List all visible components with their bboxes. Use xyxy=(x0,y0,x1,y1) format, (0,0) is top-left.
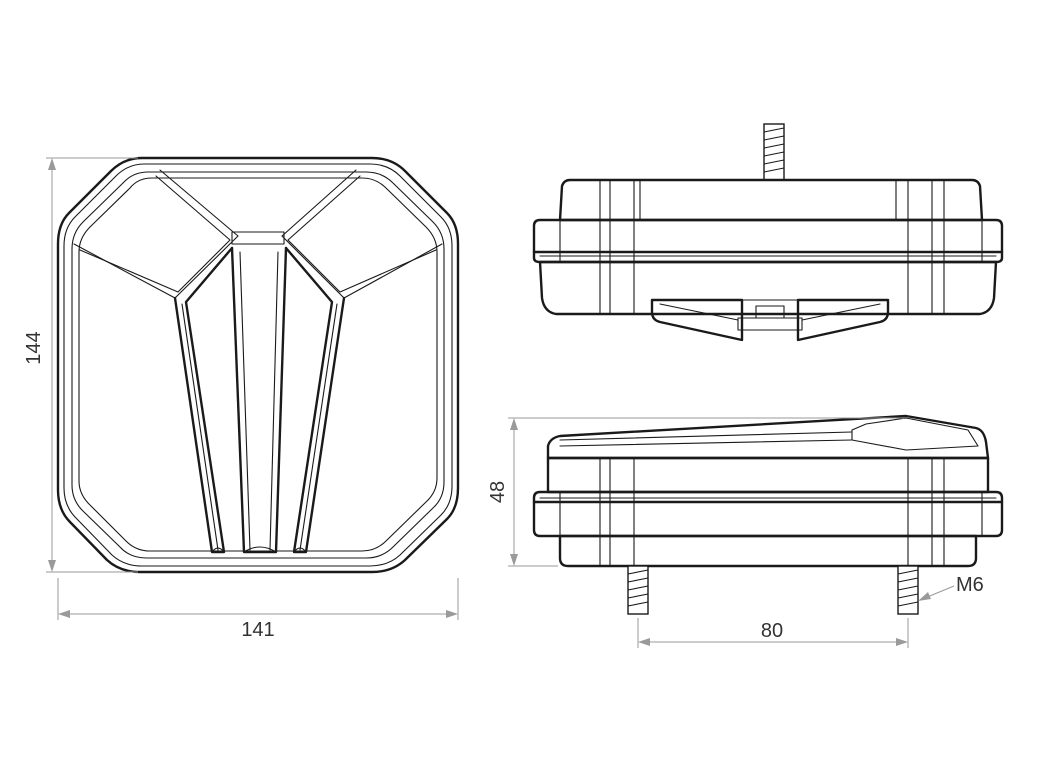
side-view-mid-band xyxy=(532,490,1004,538)
front-top-bridge xyxy=(231,231,285,245)
front-rib-inner-left xyxy=(181,303,219,551)
front-contour-4 xyxy=(78,177,438,552)
top-view-divisions xyxy=(559,179,983,315)
dimension-height-label: 144 xyxy=(23,331,45,364)
front-view xyxy=(56,156,460,574)
top-view-upper-band xyxy=(558,178,984,222)
top-view-bottom-plate-left xyxy=(650,298,744,342)
front-outer-contour xyxy=(56,156,460,574)
top-view-plate-lines xyxy=(659,303,881,321)
front-facet-upper-left xyxy=(73,169,239,299)
dimension-width-label: 141 xyxy=(241,619,274,641)
front-facet-upper-left-inner xyxy=(79,175,231,293)
top-view-bottom-plate xyxy=(737,299,803,331)
front-facet-upper-right-inner xyxy=(287,175,437,293)
dimension-depth-label: 48 xyxy=(487,481,509,503)
front-rib-inner-right xyxy=(299,303,338,551)
side-view xyxy=(532,414,1004,615)
arrow-width-left xyxy=(58,610,70,618)
dimension-bolt-spacing-label: 80 xyxy=(761,620,783,642)
side-view-divisions xyxy=(559,457,983,567)
front-left-rib xyxy=(173,246,234,554)
arrow-spacing-right xyxy=(896,638,908,646)
thread-size-label: M6 xyxy=(956,574,984,596)
arrow-spacing-left xyxy=(638,638,650,646)
arrow-height-top xyxy=(48,158,56,170)
arrow-depth-bottom xyxy=(510,554,518,566)
side-view-upper-band xyxy=(546,456,990,494)
top-view-bottom-plate-right xyxy=(796,298,890,342)
front-dimensions: 144 141 xyxy=(23,157,459,641)
side-view-lower-band xyxy=(558,534,978,568)
top-view xyxy=(532,123,1004,342)
top-view-lower-body xyxy=(538,260,998,316)
arrow-depth-top xyxy=(510,418,518,430)
front-bottom-notches xyxy=(211,546,307,553)
top-view-bolt-threads xyxy=(763,127,785,173)
side-view-bolt-left-threads xyxy=(627,569,649,607)
front-contour-2 xyxy=(63,163,453,567)
front-center-channel-inner xyxy=(239,251,279,551)
front-contour-3 xyxy=(71,171,445,559)
side-view-bolt-right-threads xyxy=(897,569,919,607)
side-dimensions: 48 80 M6 xyxy=(487,417,984,648)
side-view-slope-face xyxy=(851,417,979,451)
side-view-slope-line xyxy=(559,431,853,447)
arrow-width-right xyxy=(446,610,458,618)
arrow-height-bottom xyxy=(48,560,56,572)
front-facet-upper-right xyxy=(281,169,443,299)
thread-leader-arrow xyxy=(918,592,931,601)
front-right-rib xyxy=(284,246,346,554)
front-center-channel xyxy=(230,246,288,554)
side-view-slope xyxy=(546,414,990,460)
